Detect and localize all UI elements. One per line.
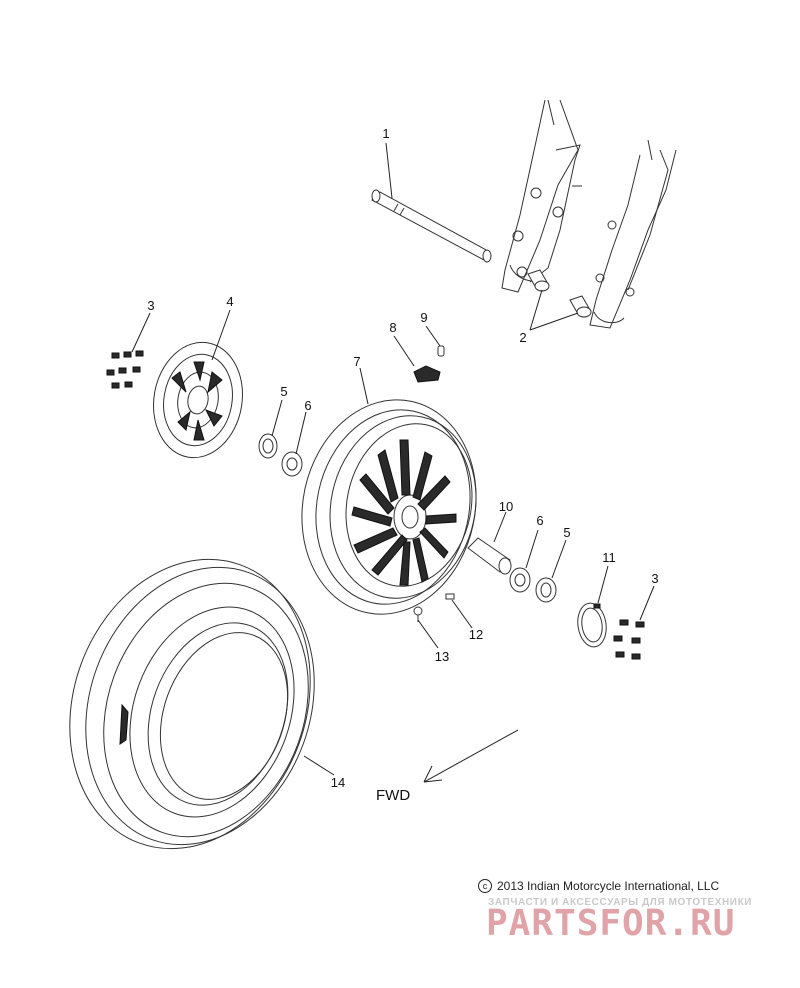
spacers (527, 269, 592, 318)
callout-4: 4 (226, 294, 233, 309)
valve-screw (413, 606, 423, 622)
callout-12: 12 (469, 627, 483, 642)
copyright-text: 2013 Indian Motorcycle International, LL… (497, 879, 720, 893)
axle-spacer (467, 537, 512, 575)
callout-6-right: 6 (536, 513, 543, 528)
callout-3-left: 3 (147, 298, 154, 313)
callout-5-left: 5 (280, 384, 287, 399)
callout-1: 1 (382, 126, 389, 141)
bearing-right (509, 567, 531, 593)
valve-stem (413, 365, 441, 383)
leader-lines (131, 142, 655, 776)
callout-14: 14 (331, 775, 345, 790)
axle (371, 189, 492, 263)
copyright-notice: c 2013 Indian Motorcycle International, L… (478, 879, 719, 893)
callout-10: 10 (499, 499, 513, 514)
bolts-right (613, 619, 645, 660)
front-fork (501, 99, 677, 329)
callout-2: 2 (519, 330, 526, 345)
bearing-left (281, 451, 303, 477)
tire (69, 558, 315, 850)
callout-6-left: 6 (304, 398, 311, 413)
callout-13: 13 (435, 649, 449, 664)
valve-cap (437, 345, 445, 357)
watermark-tagline: ЗАПЧАСТИ И АКСЕССУАРЫ ДЛЯ МОТОТЕХНИКИ (488, 897, 753, 908)
bolts-left (106, 350, 144, 389)
fwd-arrow (423, 729, 519, 783)
tone-ring (577, 602, 607, 648)
callout-3-right: 3 (651, 571, 658, 586)
callout-11: 11 (602, 550, 616, 565)
callout-9: 9 (420, 310, 427, 325)
copyright-symbol: c (478, 879, 492, 893)
callout-8: 8 (389, 320, 396, 335)
watermark-brand: PARTSFOR.RU (486, 903, 736, 944)
balance-weight (445, 593, 455, 600)
callout-7: 7 (353, 354, 360, 369)
brake-rotor (153, 341, 243, 459)
seal-right (535, 577, 557, 603)
callout-5-right: 5 (563, 525, 570, 540)
seal-left (258, 433, 278, 459)
fwd-label: FWD (376, 787, 410, 804)
wheel (301, 399, 477, 615)
